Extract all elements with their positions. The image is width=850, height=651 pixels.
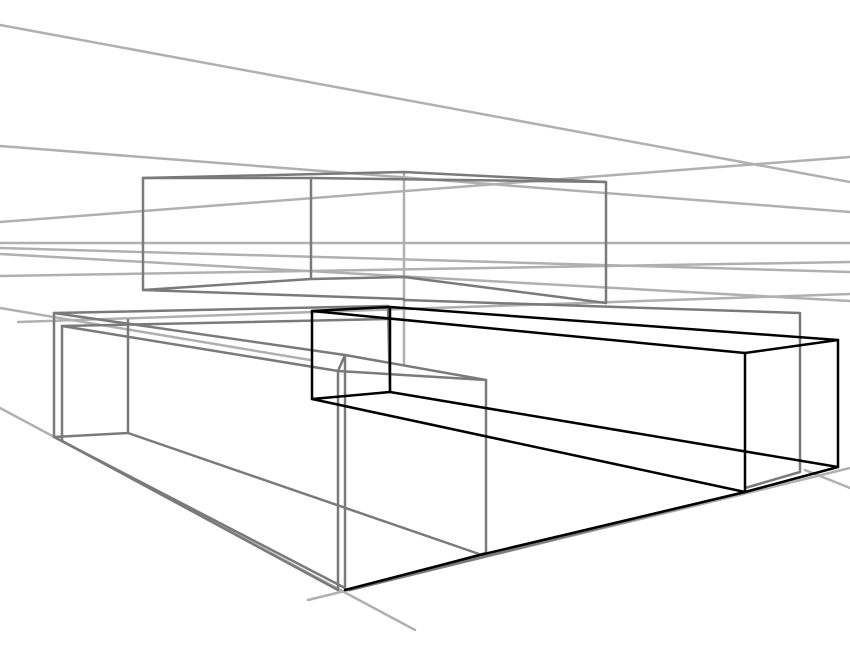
vanishing-guide-line	[0, 155, 850, 224]
floor-plane-outline	[343, 353, 488, 382]
top-box-outline	[141, 170, 608, 305]
left-box-outline	[52, 311, 130, 439]
vanishing-guide-line	[0, 246, 850, 274]
left-box-outline	[126, 431, 484, 557]
left-box-outline	[52, 435, 347, 590]
left-box-outline	[60, 317, 390, 328]
grey-box-outlines	[52, 170, 802, 592]
vanishing-guide-line	[0, 23, 850, 184]
top-box-outline	[141, 176, 313, 292]
highlighted-box-outline	[343, 490, 747, 592]
highlighted-box	[310, 305, 840, 592]
top-box-outline	[141, 288, 406, 301]
vanishing-guide-line	[0, 260, 850, 278]
top-box-outline	[309, 275, 608, 305]
highlighted-box-outline	[310, 309, 747, 494]
top-box-outline	[141, 176, 608, 184]
floor-plane-outline	[402, 298, 802, 490]
floor-plane-outline	[336, 353, 347, 373]
vanishing-guide-line	[0, 252, 850, 303]
vanishing-guide-line	[16, 292, 850, 324]
highlighted-box-outline	[310, 390, 392, 401]
vanishing-guide-line	[0, 306, 312, 362]
